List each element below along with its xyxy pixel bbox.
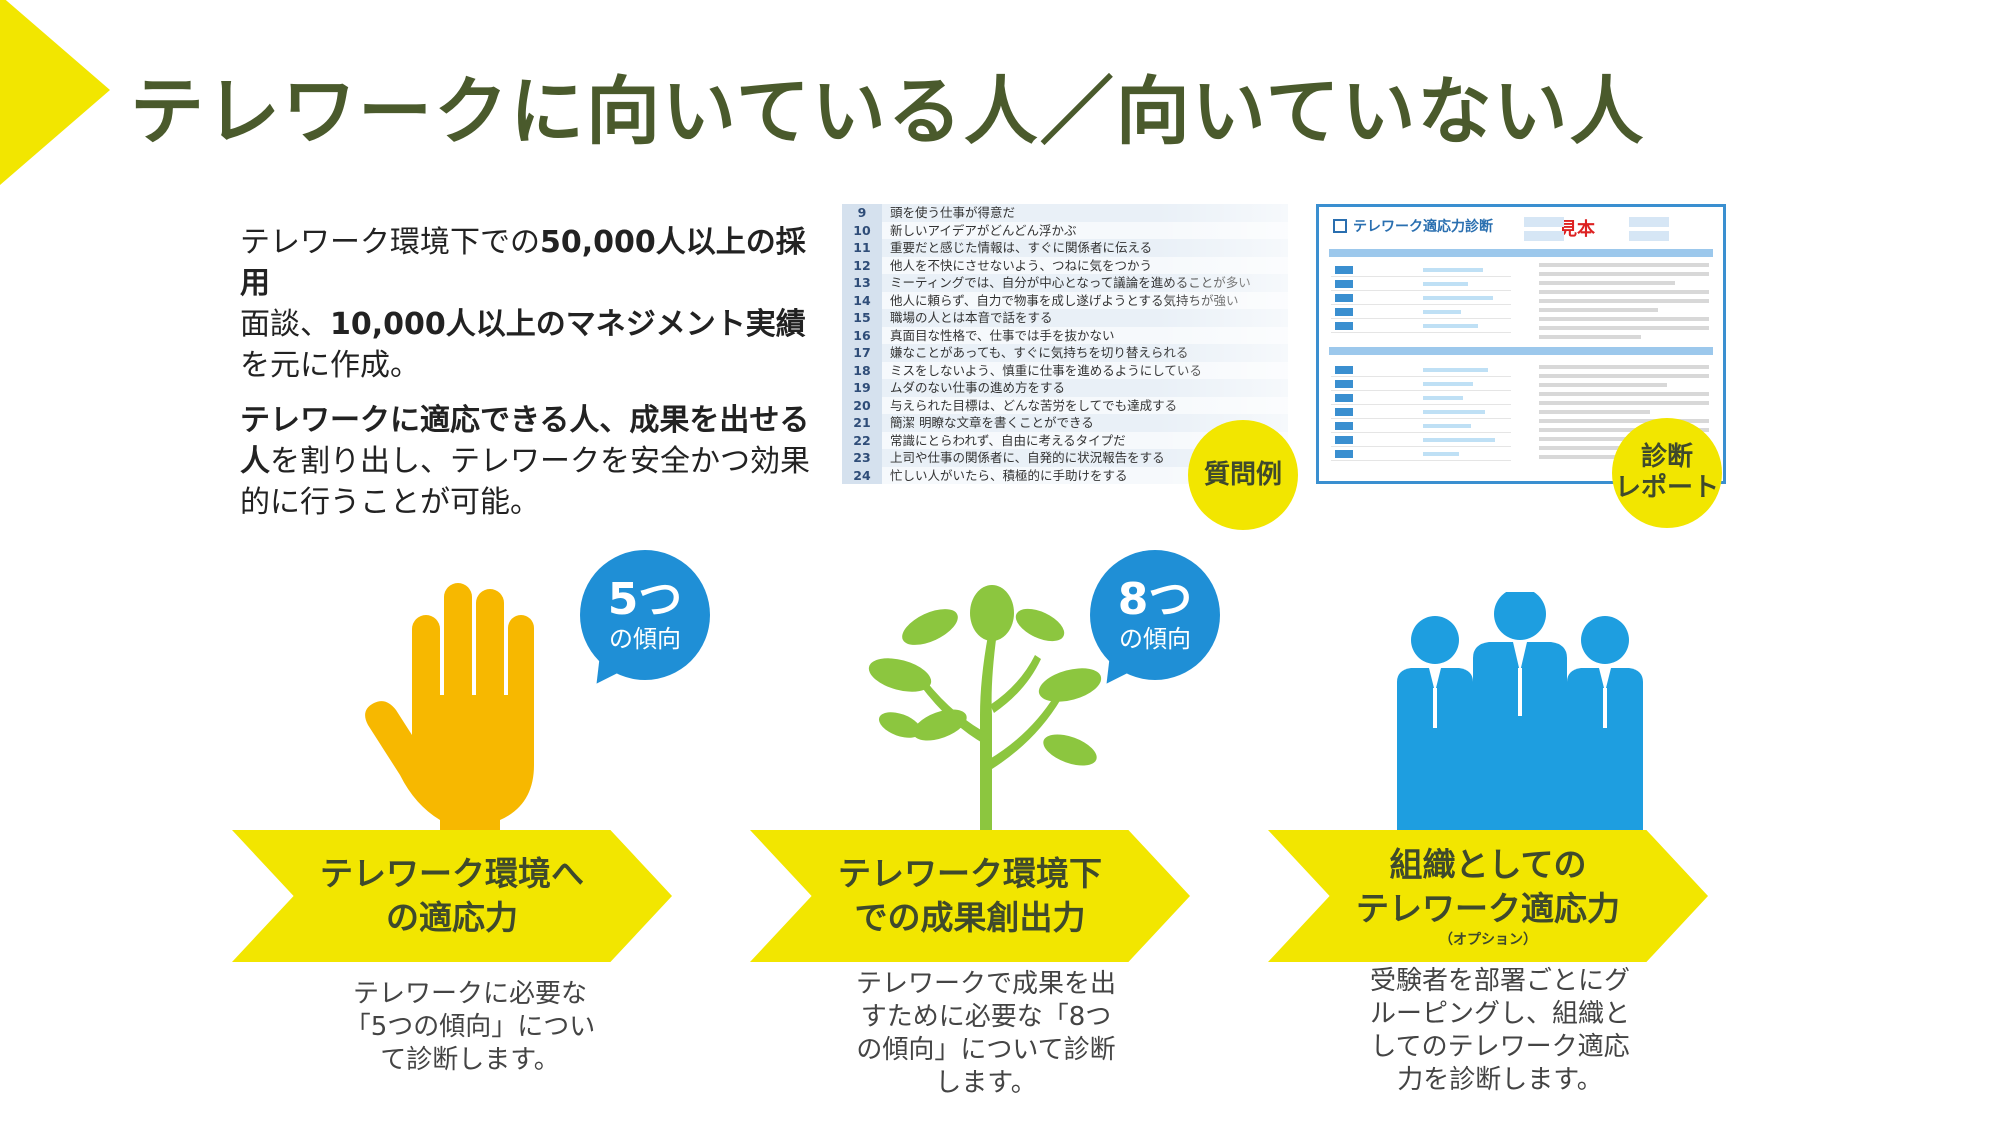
question-row: 16 真面目な性格で、仕事では手を抜かない: [842, 326, 1288, 344]
question-text: 他人に頼らず、自力で物事を成し遂げようとする気持ちが強い: [890, 292, 1239, 308]
question-row: 20 与えられた目標は、どんな苦労をしてでも達成する: [842, 396, 1288, 414]
organization-description: 受験者を部署ごとにグルーピングし、組織としてのテレワーク適応力を診断します。: [1370, 966, 1631, 1095]
question-row: 12 他人を不快にさせないよう、つねに気をつかう: [842, 256, 1288, 274]
question-text: 新しいアイデアがどんどん浮かぶ: [890, 222, 1077, 238]
question-number: 24: [842, 466, 882, 484]
question-number: 10: [842, 221, 882, 239]
question-text: 真面目な性格で、仕事では手を抜かない: [890, 327, 1115, 343]
question-text: 頭を使う仕事が得意だ: [890, 205, 1016, 220]
question-number: 22: [842, 431, 882, 449]
question-text: 職場の人とは本音で話をする: [890, 310, 1053, 325]
question-number: 21: [842, 414, 882, 432]
people-icon: [1397, 592, 1643, 832]
question-text: 常識にとらわれず、自由に考えるタイプだ: [890, 432, 1126, 448]
question-row: 13 ミーティングでは、自分が中心となって議論を進めることが多い: [842, 274, 1288, 292]
question-row: 11 重要だと感じた情報は、すぐに関係者に伝える: [842, 239, 1288, 257]
report-heading: テレワーク適応力診断: [1353, 219, 1493, 235]
intro-paragraph-2: テレワークに適応できる人、成果を出せる人を割り出し、テレワークを安全かつ効果的に…: [240, 403, 810, 520]
question-text: 忙しい人がいたら、積極的に手助けをする: [890, 467, 1128, 483]
question-number: 15: [842, 309, 882, 327]
question-text: ミーティングでは、自分が中心となって議論を進めることが多い: [890, 275, 1251, 290]
question-number: 9: [842, 204, 882, 222]
question-number: 12: [842, 256, 882, 274]
question-number: 14: [842, 291, 882, 309]
question-text: ムダのない仕事の進め方をする: [890, 380, 1066, 395]
question-number: 20: [842, 396, 882, 414]
five-tendencies-bubble: 5つ の傾向: [580, 550, 710, 680]
question-text: 他人を不快にさせないよう、つねに気をつかう: [890, 257, 1153, 273]
question-text: 重要だと感じた情報は、すぐに関係者に伝える: [890, 240, 1153, 255]
sample-stamp: 見本: [1559, 219, 1595, 240]
question-row: 17 嫌なことがあっても、すぐに気持ちを切り替えられる: [842, 344, 1288, 362]
question-number: 17: [842, 344, 882, 362]
adaptability-description: テレワークに必要な「5つの傾向」について診断します。: [344, 979, 596, 1075]
sprout-icon: [868, 585, 1102, 835]
question-row: 15 職場の人とは本音で話をする: [842, 309, 1288, 327]
question-number: 23: [842, 449, 882, 467]
question-row: 9 頭を使う仕事が得意だ: [842, 204, 1288, 222]
question-row: 14 他人に頼らず、自力で物事を成し遂げようとする気持ちが強い: [842, 291, 1288, 309]
hand-icon: [365, 583, 534, 830]
question-example-label: 質問例: [1188, 420, 1298, 530]
question-text: ミスをしないよう、慎重に仕事を進めるようにしている: [890, 362, 1202, 378]
question-row: 19 ムダのない仕事の進め方をする: [842, 379, 1288, 397]
page-title: テレワークに向いている人／向いていない人: [130, 69, 1646, 155]
intro-paragraph-1: テレワーク環境下での50,000人以上の採用 面談、10,000人以上のマネジメ…: [240, 225, 806, 383]
title-accent-triangle: [0, 0, 110, 185]
question-text: 簡潔 明瞭な文章を書くことができる: [890, 415, 1094, 430]
question-text: 上司や仕事の関係者に、自発的に状況報告をする: [890, 450, 1165, 465]
question-number: 13: [842, 274, 882, 292]
performance-arrow-label: テレワーク環境下 での成果創出力: [750, 830, 1190, 962]
eight-tendencies-bubble: 8つ の傾向: [1090, 550, 1220, 680]
diagnosis-report-label: 診断レポート: [1612, 418, 1722, 528]
question-text: 嫌なことがあっても、すぐに気持ちを切り替えられる: [890, 345, 1189, 360]
organization-arrow-label: 組織としての テレワーク適応力 （オプション）: [1268, 830, 1708, 962]
intro-text: テレワーク環境下での50,000人以上の採用 面談、10,000人以上のマネジメ…: [240, 222, 830, 537]
performance-description: テレワークで成果を出すために必要な「8つの傾向」について診断します。: [856, 969, 1117, 1098]
question-number: 16: [842, 326, 882, 344]
question-row: 10 新しいアイデアがどんどん浮かぶ: [842, 221, 1288, 239]
question-number: 18: [842, 361, 882, 379]
question-text: 与えられた目標は、どんな苦労をしてでも達成する: [890, 397, 1178, 413]
checkbox-icon: [1333, 219, 1347, 233]
question-row: 18 ミスをしないよう、慎重に仕事を進めるようにしている: [842, 361, 1288, 379]
question-number: 11: [842, 239, 882, 257]
question-number: 19: [842, 379, 882, 397]
adaptability-arrow-label: テレワーク環境へ の適応力: [232, 830, 672, 962]
